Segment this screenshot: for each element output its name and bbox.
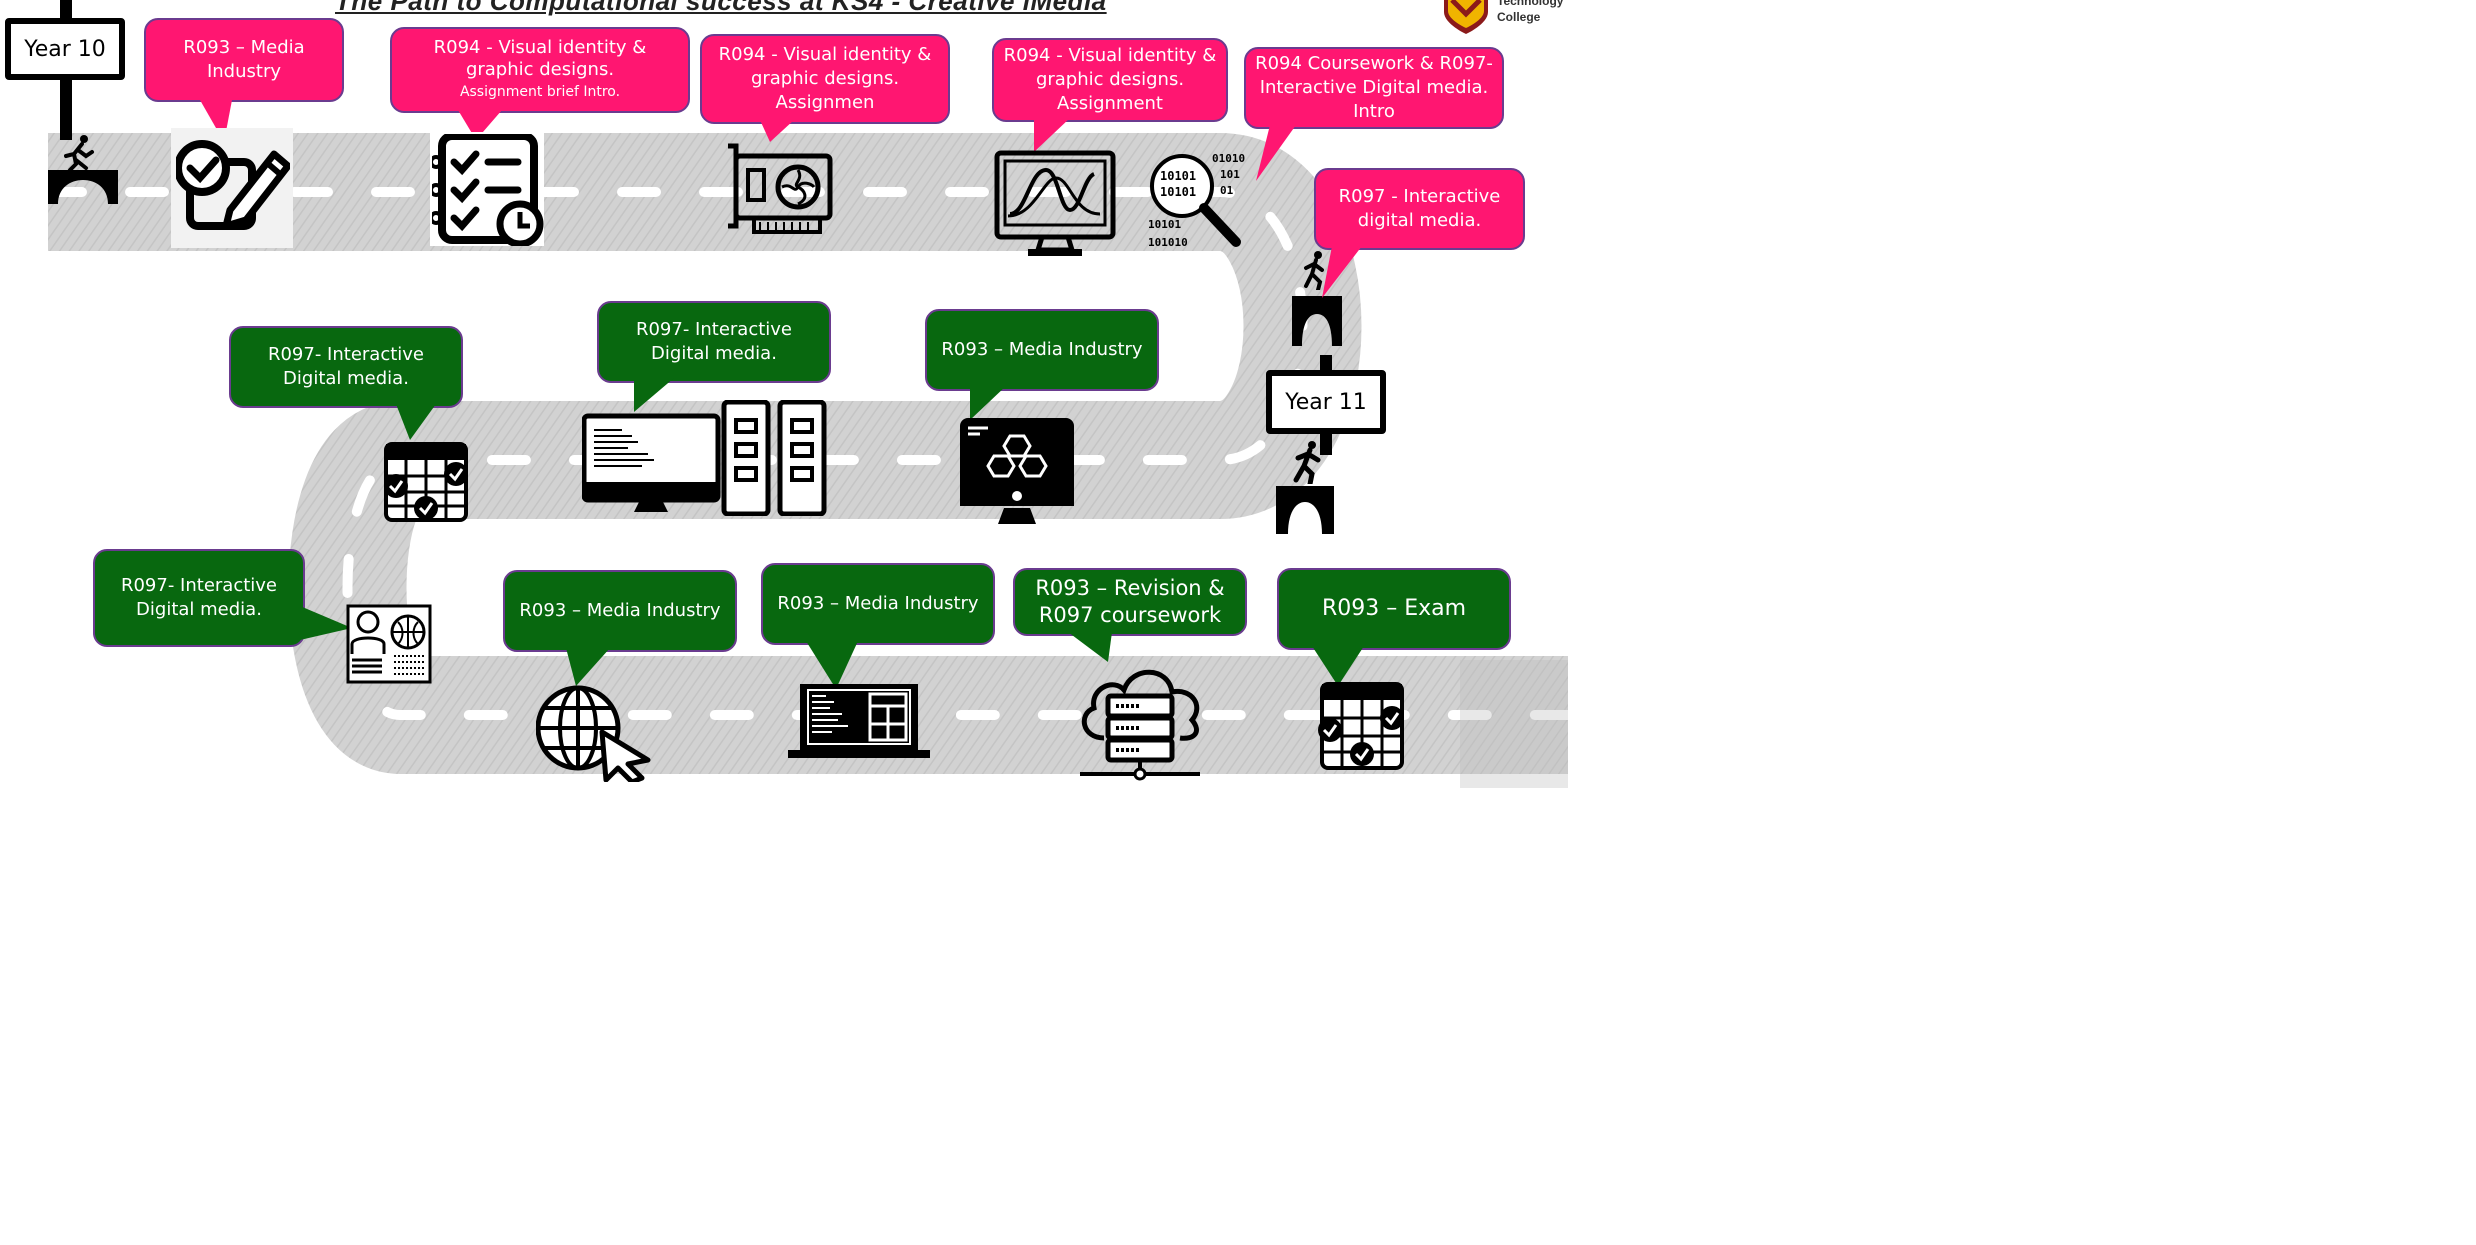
bubble-r093-exam: R093 – Exam: [1277, 568, 1511, 650]
runner-icon: [1293, 441, 1321, 484]
bubble-text: R093 – Media Industry: [183, 37, 305, 82]
bubble-subtext: Assignment brief Intro.: [459, 84, 621, 100]
bubble-r093-media-industry-3: R093 – Media Industry: [503, 570, 737, 652]
svg-text:01: 01: [1220, 184, 1234, 197]
binary-magnifier-icon: 10101 10101 01010 101 01 10101 101010: [1148, 152, 1245, 249]
bubble-text: R093 – Revision & R097 coursework: [1035, 576, 1225, 627]
year10-sign: Year 10: [5, 18, 125, 80]
bubble-tail: [1068, 632, 1112, 662]
bubble-text: R097- Interactive Digital media.: [120, 575, 278, 620]
laptop-code-icon: [788, 684, 930, 758]
bridge-icon: [48, 170, 118, 204]
page-title: The Path to Computational success at KS4…: [335, 0, 1107, 16]
bubble-r093-revision-r097-coursework: R093 – Revision & R097 coursework: [1013, 568, 1247, 636]
bubble-text: R094 - Visual identity & graphic designs…: [433, 37, 647, 80]
bubble-r097-interactive-2: R097- Interactive Digital media.: [597, 301, 831, 383]
bubble-r093-media-industry-4: R093 – Media Industry: [761, 563, 995, 645]
bubble-r093-media-industry-1: R093 – Media Industry: [144, 18, 344, 102]
bubble-text: R097- Interactive Digital media.: [635, 319, 793, 364]
bubble-r094-coursework-r097-intro: R094 Coursework & R097- Interactive Digi…: [1244, 47, 1504, 129]
bubble-text: R093 – Media Industry: [777, 593, 979, 614]
bubble-tail: [458, 110, 502, 140]
bubble-text: R094 - Visual identity & graphic designs…: [1003, 45, 1217, 114]
monitor-hexagon-icon: [960, 418, 1074, 524]
bubble-tail: [1034, 118, 1070, 152]
hex-texture: [1460, 660, 1568, 788]
bubble-text: R094 - Visual identity & graphic designs…: [718, 44, 932, 113]
svg-text:101: 101: [1220, 168, 1240, 181]
runner-icon: [64, 135, 94, 170]
runner-icon: [1304, 251, 1324, 290]
monitor-graph-icon: [994, 150, 1116, 256]
bubble-r094-visual-identity-intro: R094 - Visual identity & graphic designs…: [390, 27, 690, 113]
bubble-text: R093 – Exam: [1321, 596, 1467, 621]
bubble-text: R093 – Media Industry: [941, 339, 1143, 360]
bubble-r093-media-industry-2: R093 – Media Industry: [925, 309, 1159, 391]
graphics-card-icon: [728, 143, 833, 234]
computer-servers-icon: [582, 400, 827, 516]
college-crest-icon: [1444, 0, 1488, 34]
bubble-tail: [1312, 646, 1364, 686]
cloud-server-icon: [1080, 669, 1200, 781]
roadmap-diagram: The Path to Computational success at KS4…: [0, 0, 1568, 788]
bubble-r097-interactive-digital-media-pink: R097 - Interactive digital media.: [1314, 168, 1525, 250]
bubble-tail: [300, 606, 352, 640]
svg-text:10101: 10101: [1160, 185, 1196, 199]
svg-text:101010: 101010: [1148, 236, 1188, 249]
task-list-clock-icon: [432, 134, 544, 246]
bridge-icon: [1292, 296, 1342, 346]
bubble-tail: [970, 386, 1006, 420]
id-card-globe-icon: [346, 604, 432, 684]
bubble-tail: [806, 641, 858, 689]
globe-cursor-icon: [536, 685, 651, 782]
calendar-check-icon: [384, 442, 468, 522]
logo-line2: College: [1497, 10, 1541, 24]
bubble-text: R093 – Media Industry: [519, 600, 721, 621]
svg-text:10101: 10101: [1160, 169, 1196, 183]
svg-text:10101: 10101: [1148, 218, 1181, 231]
bubble-tail: [566, 648, 610, 686]
bubble-r097-interactive-1: R097- Interactive Digital media.: [229, 326, 463, 408]
bubble-text: R094 Coursework & R097- Interactive Digi…: [1255, 53, 1493, 122]
bubble-tail: [396, 404, 436, 440]
bubble-tail: [760, 120, 794, 142]
logo-line1: Technology: [1497, 0, 1564, 8]
bubble-tail: [1256, 125, 1296, 181]
pen-checklist-icon: [176, 140, 290, 230]
bubble-r097-interactive-3: R097- Interactive Digital media.: [93, 549, 305, 647]
bubble-text: R097 - Interactive digital media.: [1338, 186, 1501, 231]
bubble-text: R097- Interactive Digital media.: [267, 344, 425, 389]
year11-sign: Year 11: [1266, 370, 1386, 434]
bubble-r094-visual-identity-2: R094 - Visual identity & graphic designs…: [700, 34, 950, 124]
svg-text:01010: 01010: [1212, 152, 1245, 165]
bubble-tail: [634, 378, 674, 412]
calendar-check-icon: [1318, 682, 1404, 770]
bridge-icon: [1276, 486, 1334, 534]
bubble-r094-visual-identity-3: R094 - Visual identity & graphic designs…: [992, 38, 1228, 122]
bubble-tail: [1322, 246, 1362, 298]
